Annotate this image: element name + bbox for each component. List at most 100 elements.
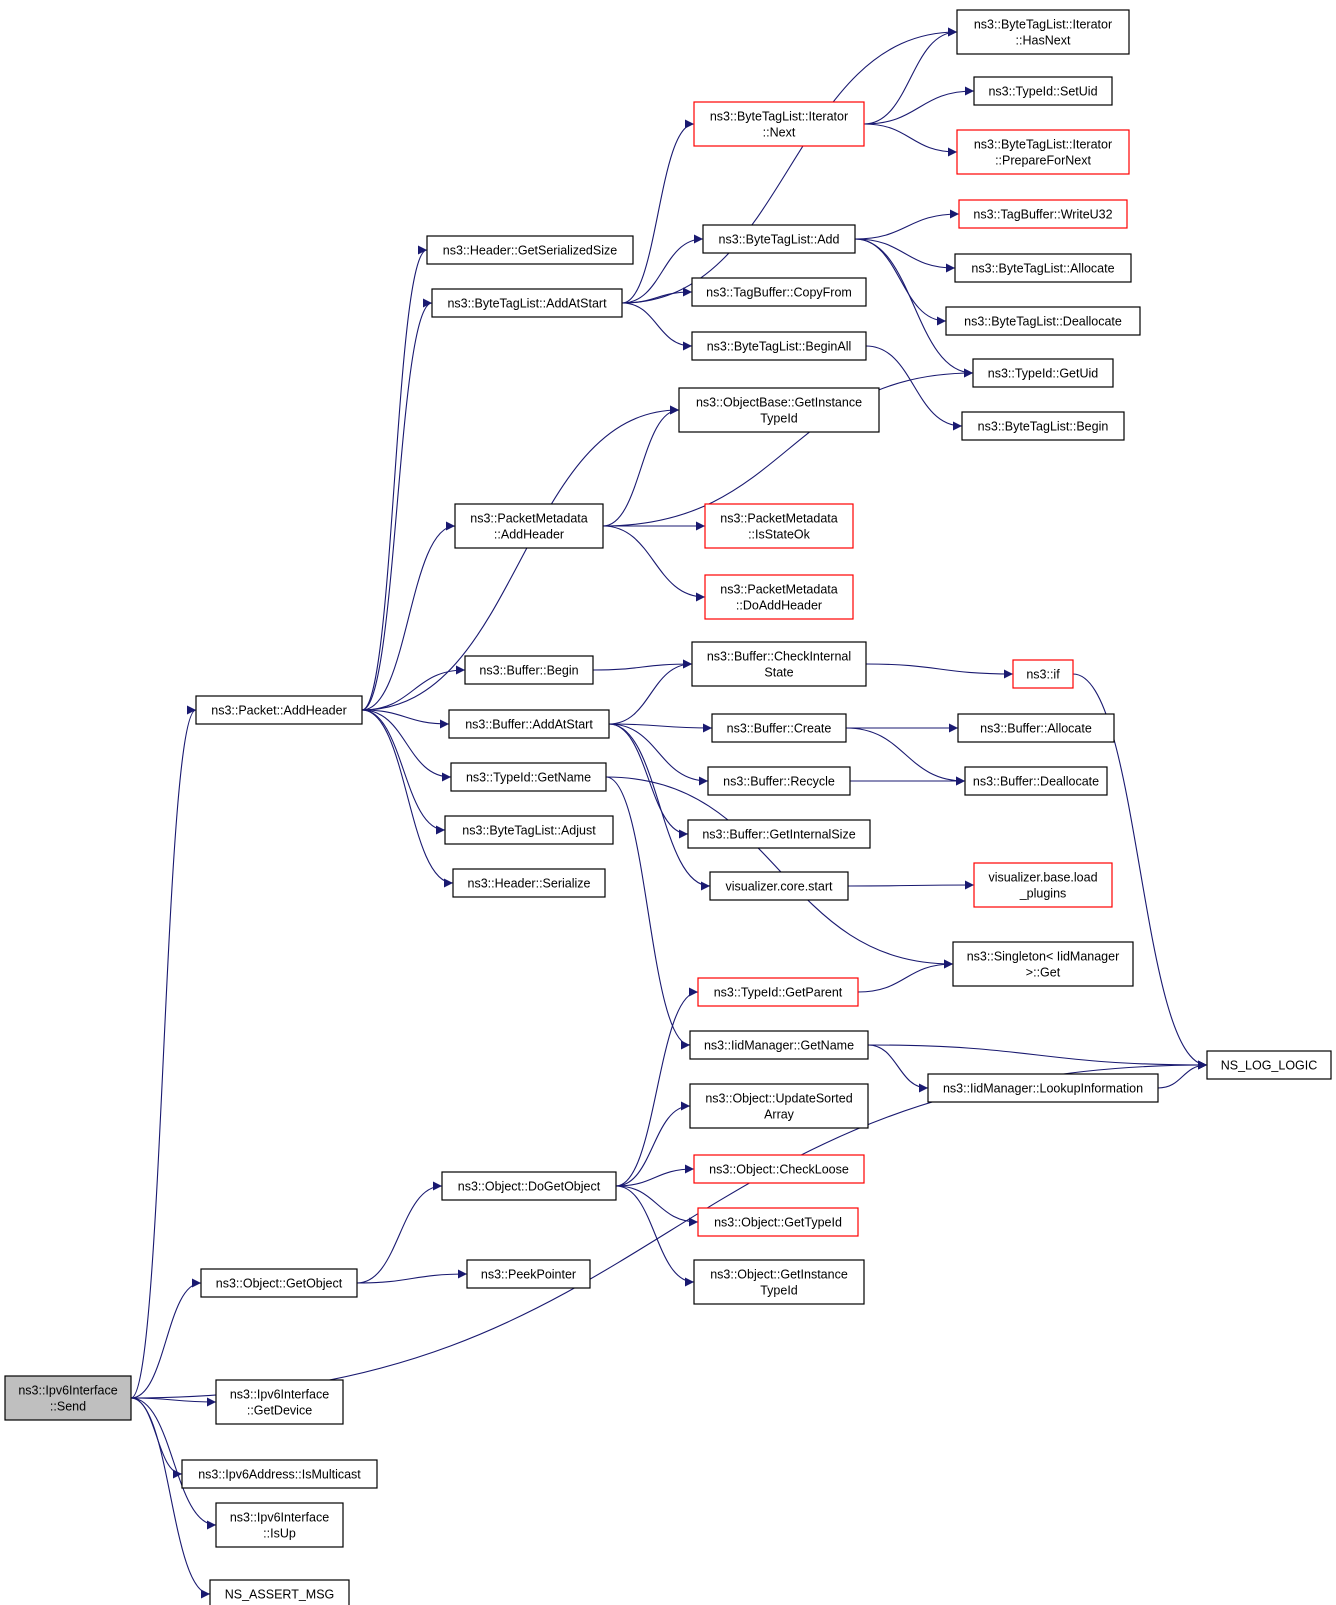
node-box[interactable] — [693, 1259, 865, 1305]
node-ipv6addr-ismulticast[interactable]: ns3::Ipv6Address::IsMulticast — [181, 1459, 378, 1489]
node-typeid-getuid[interactable]: ns3::TypeId::GetUid — [972, 358, 1114, 388]
node-object-dogetobject[interactable]: ns3::Object::DoGetObject — [441, 1171, 617, 1201]
node-box[interactable] — [956, 129, 1130, 175]
node-ns-log-logic[interactable]: NS_LOG_LOGIC — [1206, 1050, 1332, 1080]
node-ns3-if[interactable]: ns3::if — [1012, 659, 1074, 689]
node-ipv6if-isup[interactable]: ns3::Ipv6Interface::IsUp — [215, 1502, 344, 1548]
node-box[interactable] — [952, 941, 1134, 987]
node-ipv6if-getdevice[interactable]: ns3::Ipv6Interface::GetDevice — [215, 1379, 344, 1425]
node-visualizer-core-start[interactable]: visualizer.core.start — [709, 871, 849, 901]
node-typeid-setuid[interactable]: ns3::TypeId::SetUid — [973, 76, 1113, 106]
node-btl-iter-prepare[interactable]: ns3::ByteTagList::Iterator::PrepareForNe… — [956, 129, 1130, 175]
node-box[interactable] — [200, 1268, 358, 1298]
node-box[interactable] — [697, 1207, 859, 1237]
node-box[interactable] — [707, 766, 851, 796]
node-header-serialize[interactable]: ns3::Header::Serialize — [452, 868, 606, 898]
node-typeid-getparent[interactable]: ns3::TypeId::GetParent — [697, 977, 859, 1007]
node-box[interactable] — [444, 815, 614, 845]
node-visualizer-base-loadplugins[interactable]: visualizer.base.load_plugins — [973, 862, 1113, 908]
node-box[interactable] — [687, 819, 871, 849]
node-box[interactable] — [464, 655, 594, 685]
node-box[interactable] — [711, 713, 847, 743]
node-box[interactable] — [691, 277, 867, 307]
node-box[interactable] — [693, 1154, 865, 1184]
node-box[interactable] — [954, 253, 1132, 283]
node-box[interactable] — [945, 306, 1141, 336]
node-box[interactable] — [426, 235, 634, 265]
node-box[interactable] — [4, 1375, 132, 1421]
node-btl-iter-next[interactable]: ns3::ByteTagList::Iterator::Next — [693, 101, 865, 147]
node-buffer-getinternalsize[interactable]: ns3::Buffer::GetInternalSize — [687, 819, 871, 849]
node-btl-beginall[interactable]: ns3::ByteTagList::BeginAll — [691, 331, 867, 361]
node-box[interactable] — [702, 224, 856, 254]
node-buffer-allocate[interactable]: ns3::Buffer::Allocate — [957, 713, 1115, 743]
node-send[interactable]: ns3::Ipv6Interface::Send — [4, 1375, 132, 1421]
node-box[interactable] — [691, 331, 867, 361]
node-peekpointer[interactable]: ns3::PeekPointer — [466, 1259, 591, 1289]
node-box[interactable] — [181, 1459, 378, 1489]
node-packet-addheader[interactable]: ns3::Packet::AddHeader — [195, 695, 363, 725]
node-box[interactable] — [709, 871, 849, 901]
node-typeid-getname[interactable]: ns3::TypeId::GetName — [450, 762, 607, 792]
node-box[interactable] — [215, 1379, 344, 1425]
node-box[interactable] — [452, 868, 606, 898]
node-box[interactable] — [927, 1073, 1159, 1103]
node-object-gettypeid[interactable]: ns3::Object::GetTypeId — [697, 1207, 859, 1237]
node-btl-begin[interactable]: ns3::ByteTagList::Begin — [961, 411, 1125, 441]
node-box[interactable] — [956, 9, 1130, 55]
node-btl-deallocate[interactable]: ns3::ByteTagList::Deallocate — [945, 306, 1141, 336]
node-pm-doaddheader[interactable]: ns3::PacketMetadata::DoAddHeader — [704, 574, 854, 620]
node-box[interactable] — [697, 977, 859, 1007]
node-object-checkloose[interactable]: ns3::Object::CheckLoose — [693, 1154, 865, 1184]
node-tagbuffer-copyfrom[interactable]: ns3::TagBuffer::CopyFrom — [691, 277, 867, 307]
node-box[interactable] — [704, 574, 854, 620]
node-box[interactable] — [215, 1502, 344, 1548]
node-box[interactable] — [450, 762, 607, 792]
node-box[interactable] — [454, 503, 604, 549]
node-iidmanager-getname[interactable]: ns3::IidManager::GetName — [689, 1030, 869, 1060]
node-header-getserializedsize[interactable]: ns3::Header::GetSerializedSize — [426, 235, 634, 265]
node-box[interactable] — [973, 862, 1113, 908]
node-ns-assert-msg[interactable]: NS_ASSERT_MSG — [209, 1579, 350, 1605]
node-box[interactable] — [693, 101, 865, 147]
node-btl-iter-hasnext[interactable]: ns3::ByteTagList::Iterator::HasNext — [956, 9, 1130, 55]
node-tagbuffer-writeu32[interactable]: ns3::TagBuffer::WriteU32 — [958, 199, 1128, 229]
node-pm-isstateok[interactable]: ns3::PacketMetadata::IsStateOk — [704, 503, 854, 549]
node-buffer-create[interactable]: ns3::Buffer::Create — [711, 713, 847, 743]
node-box[interactable] — [689, 1030, 869, 1060]
node-box[interactable] — [964, 766, 1108, 796]
node-box[interactable] — [972, 358, 1114, 388]
node-btl-addatstart[interactable]: ns3::ByteTagList::AddAtStart — [431, 288, 623, 318]
node-box[interactable] — [704, 503, 854, 549]
node-box[interactable] — [1206, 1050, 1332, 1080]
node-box[interactable] — [689, 1083, 869, 1129]
node-box[interactable] — [957, 713, 1115, 743]
node-box[interactable] — [448, 709, 610, 739]
node-box[interactable] — [441, 1171, 617, 1201]
node-box[interactable] — [466, 1259, 591, 1289]
node-box[interactable] — [678, 387, 880, 433]
node-box[interactable] — [691, 641, 867, 687]
node-box[interactable] — [195, 695, 363, 725]
node-box[interactable] — [431, 288, 623, 318]
node-object-getobject[interactable]: ns3::Object::GetObject — [200, 1268, 358, 1298]
node-buffer-begin[interactable]: ns3::Buffer::Begin — [464, 655, 594, 685]
node-buffer-deallocate[interactable]: ns3::Buffer::Deallocate — [964, 766, 1108, 796]
node-btl-add[interactable]: ns3::ByteTagList::Add — [702, 224, 856, 254]
node-buffer-addatstart[interactable]: ns3::Buffer::AddAtStart — [448, 709, 610, 739]
node-box[interactable] — [1012, 659, 1074, 689]
node-btl-adjust[interactable]: ns3::ByteTagList::Adjust — [444, 815, 614, 845]
node-buffer-recycle[interactable]: ns3::Buffer::Recycle — [707, 766, 851, 796]
node-pm-addheader[interactable]: ns3::PacketMetadata::AddHeader — [454, 503, 604, 549]
node-box[interactable] — [973, 76, 1113, 106]
node-iidmanager-lookupinformation[interactable]: ns3::IidManager::LookupInformation — [927, 1073, 1159, 1103]
node-box[interactable] — [209, 1579, 350, 1605]
node-btl-allocate[interactable]: ns3::ByteTagList::Allocate — [954, 253, 1132, 283]
node-singleton-iidmanager-get[interactable]: ns3::Singleton< IidManager >::Get — [952, 941, 1134, 987]
node-box[interactable] — [958, 199, 1128, 229]
node-box[interactable] — [961, 411, 1125, 441]
